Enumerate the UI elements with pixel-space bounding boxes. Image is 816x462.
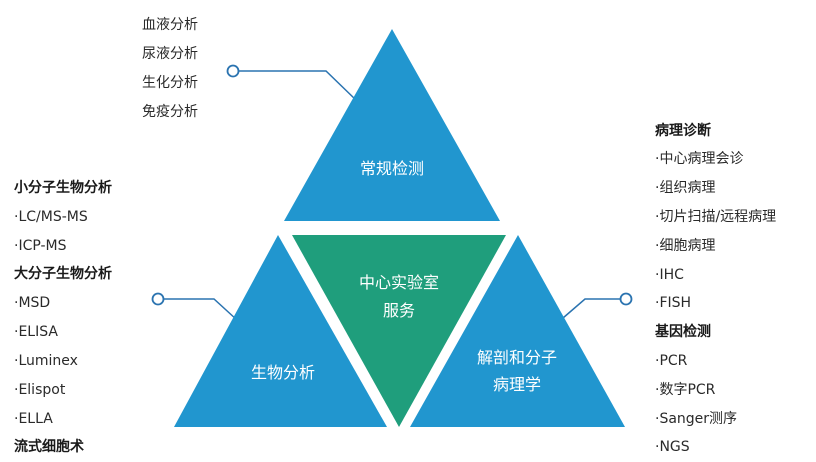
triangle-top (284, 29, 500, 221)
connector-dot-right (619, 292, 633, 306)
left-group1-item: ·LC/MS-MS (14, 209, 88, 225)
right-group1-item: ·细胞病理 (655, 238, 716, 254)
top-list-item: 血液分析 (142, 17, 198, 33)
connector-top (226, 64, 358, 102)
right-group1-item: ·FISH (655, 295, 692, 311)
left-group2-item: ·Elispot (14, 382, 66, 398)
triangle-right-label-line1: 解剖和分子 (477, 348, 557, 367)
right-group2-item: ·PCR (655, 353, 688, 369)
triangle-left (174, 235, 387, 427)
right-group2-item: ·NGS (655, 439, 690, 455)
top-list-item: 生化分析 (142, 75, 198, 91)
right-group1-item: ·IHC (655, 267, 684, 283)
triangle-right (410, 235, 625, 427)
triangle-center-label-line1: 中心实验室 (359, 273, 439, 292)
triangle-top-label: 常规检测 (360, 159, 424, 178)
left-group2-item: ·ELISA (14, 324, 58, 340)
right-group1-title: 病理诊断 (655, 123, 711, 139)
connector-left (151, 292, 238, 321)
connector-dot-top (226, 64, 240, 78)
left-group1-item: ·ICP-MS (14, 238, 67, 254)
triangle-right-label-line2: 病理学 (493, 375, 541, 394)
right-group2-item: ·数字PCR (655, 382, 716, 398)
left-group2-item: ·MSD (14, 295, 51, 311)
triangle-center (292, 235, 506, 427)
right-group1-item: ·组织病理 (655, 180, 716, 196)
triangle-center-label-line2: 服务 (383, 301, 415, 320)
left-group2-item: ·ELLA (14, 411, 53, 427)
right-group1-item: ·切片扫描/远程病理 (655, 209, 777, 225)
right-group2-item: ·Sanger测序 (655, 411, 738, 427)
left-group1-title: 小分子生物分析 (14, 180, 112, 196)
top-list-item: 尿液分析 (142, 46, 198, 62)
connector-dot-left (151, 292, 165, 306)
triangle-left-label: 生物分析 (251, 363, 315, 382)
left-group2-item: ·Luminex (14, 353, 78, 369)
top-list-item: 免疫分析 (142, 104, 198, 120)
right-group1-item: ·中心病理会诊 (655, 151, 744, 167)
connector-right (562, 292, 633, 319)
left-group2-title: 大分子生物分析 (14, 266, 112, 282)
right-group2-title: 基因检测 (655, 324, 711, 340)
left-group3-title: 流式细胞术 (14, 439, 84, 455)
